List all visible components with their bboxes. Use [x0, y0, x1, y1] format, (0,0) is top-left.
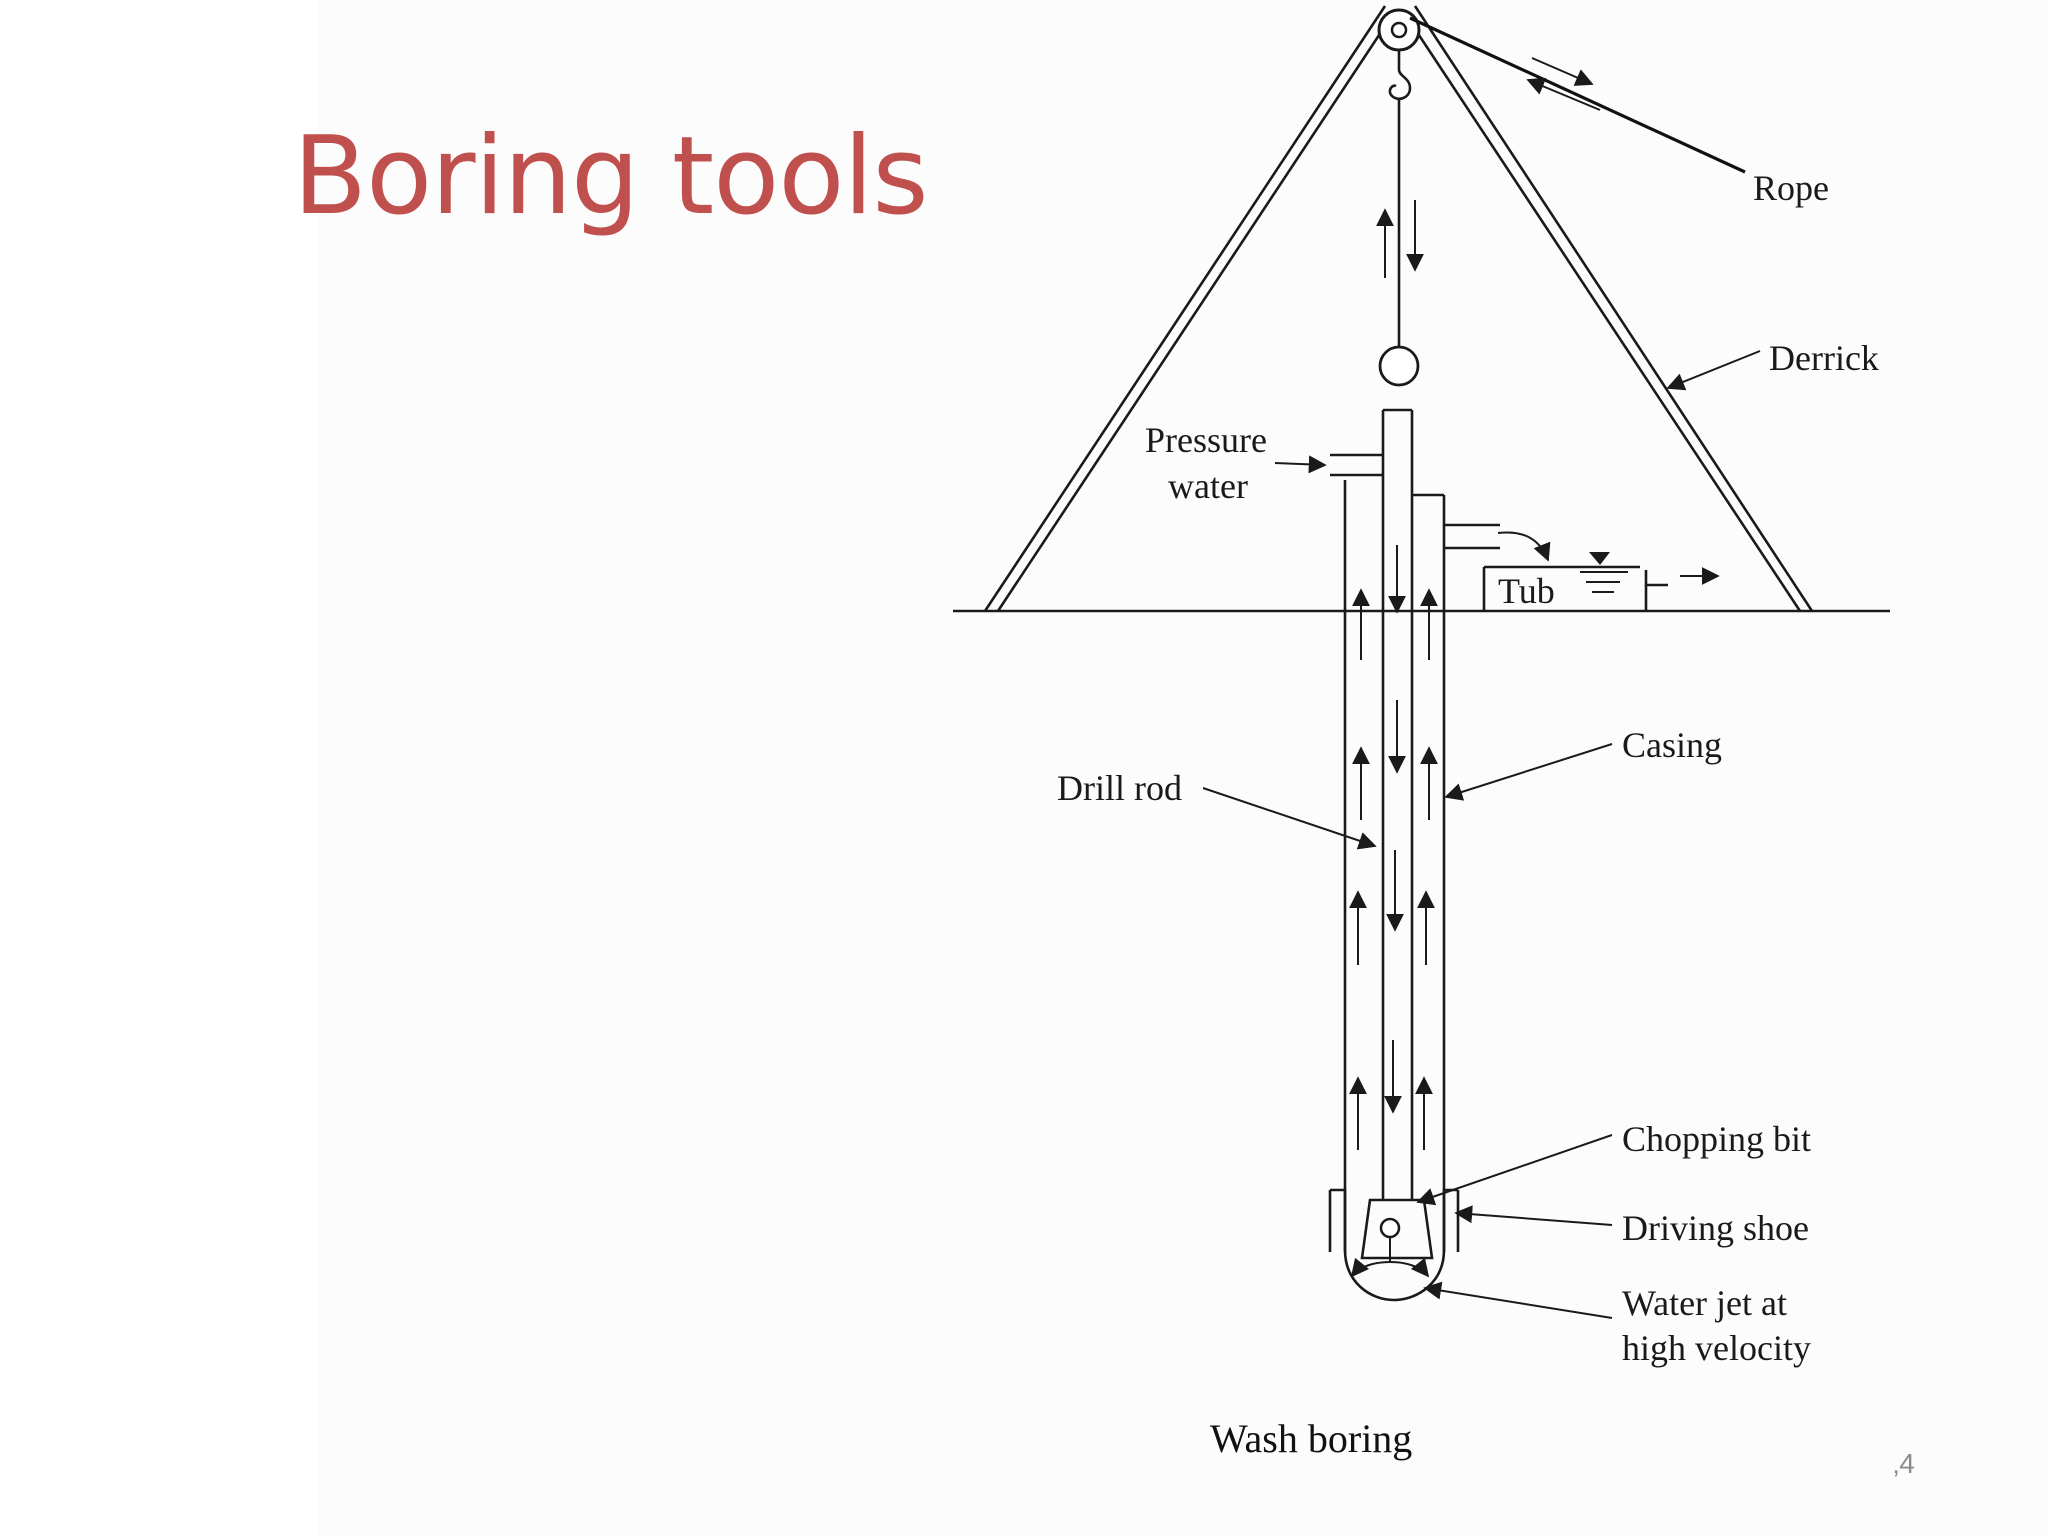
- casing: [1343, 480, 1446, 1250]
- label-drill-rod: Drill rod: [1057, 768, 1182, 808]
- water-jet: [1343, 1249, 1446, 1302]
- pulley: [1377, 8, 1421, 101]
- label-water: water: [1168, 466, 1248, 506]
- tub: [1482, 552, 1720, 611]
- label-high-velocity: high velocity: [1622, 1328, 1811, 1368]
- chopping-bit: [1360, 1198, 1434, 1262]
- rope: [1376, 16, 1746, 350]
- swivel: [1378, 345, 1420, 387]
- pressure-water-inlet: [1330, 453, 1383, 477]
- leader-lines: [1202, 350, 1761, 1319]
- label-chopping-bit: Chopping bit: [1622, 1119, 1811, 1159]
- flow-arrows: [1349, 545, 1438, 1150]
- diagram-caption: Wash boring: [1210, 1416, 1412, 1461]
- label-water-jet: Water jet at: [1622, 1283, 1787, 1323]
- slide-background: [318, 0, 2048, 1536]
- page-number: ‚4: [1893, 1448, 1915, 1479]
- label-derrick: Derrick: [1769, 338, 1879, 378]
- label-casing: Casing: [1622, 725, 1722, 765]
- label-rope: Rope: [1753, 168, 1829, 208]
- label-driving-shoe: Driving shoe: [1622, 1208, 1809, 1248]
- slide-title: Boring tools: [293, 114, 929, 239]
- label-tub: Tub: [1498, 571, 1555, 611]
- label-pressure: Pressure: [1145, 420, 1267, 460]
- drill-rod: [1381, 408, 1414, 1200]
- derrick: [983, 5, 1814, 612]
- outlet-pipe: [1444, 523, 1551, 562]
